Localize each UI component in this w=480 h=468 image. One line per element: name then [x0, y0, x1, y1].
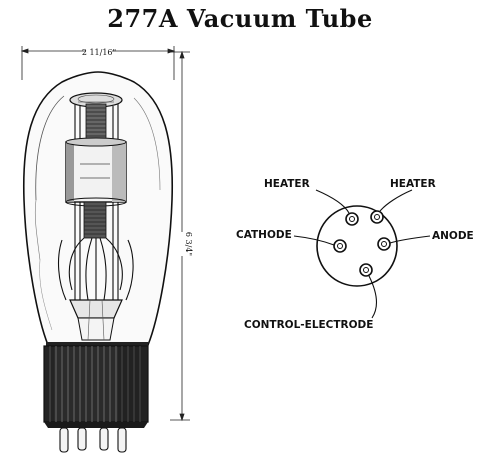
label-cathode: CATHODE [236, 229, 292, 241]
top-mica [69, 92, 123, 108]
label-control-electrode: CONTROL-ELECTRODE [244, 319, 373, 331]
pin-cathode [333, 239, 347, 253]
label-anode: ANODE [432, 230, 474, 242]
lead-wires [57, 237, 134, 301]
upper-grid-coil [85, 103, 107, 145]
pin-heater-left [345, 212, 359, 226]
lower-grid-coil [83, 201, 107, 239]
base-outline [316, 205, 398, 287]
pin-heater-right [370, 210, 384, 224]
base-pins [59, 427, 127, 453]
tube-base [43, 342, 149, 428]
pin-anode [377, 237, 391, 251]
anode-plate [65, 137, 127, 207]
page-title: 277A Vacuum Tube [107, 4, 373, 33]
width-label: 2 11/16" [82, 48, 116, 57]
height-label: 6 3/4" [184, 232, 193, 256]
label-heater-right: HEATER [390, 178, 436, 190]
label-heater-left: HEATER [264, 178, 310, 190]
base-pin-diagram [293, 189, 431, 319]
glass-stem [69, 299, 123, 341]
pin-control-electrode [359, 263, 373, 277]
